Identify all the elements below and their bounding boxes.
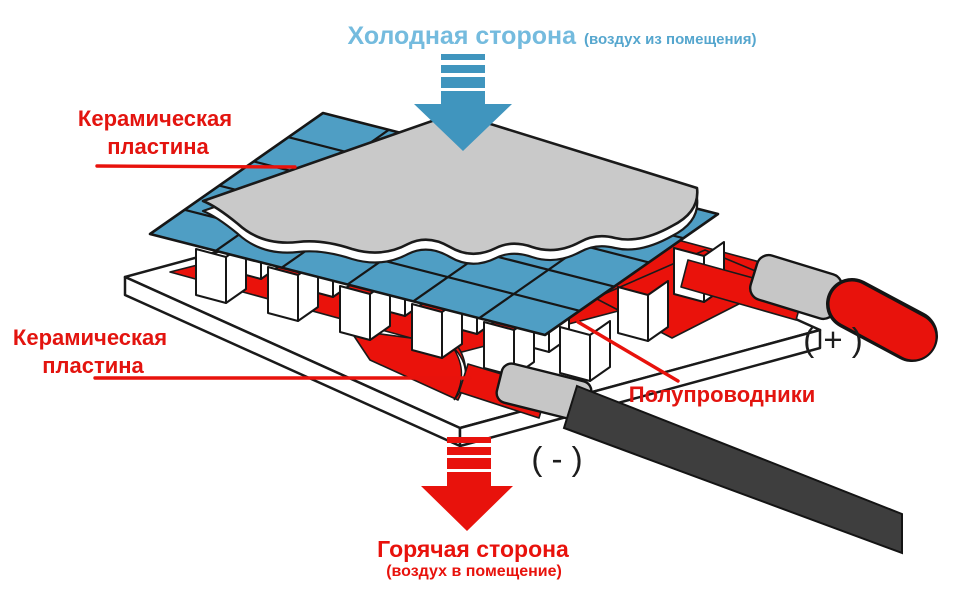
plus-wire-assembly (680, 253, 938, 362)
hot-arrow-body (421, 472, 513, 531)
ceramic-plate-top-label-line2: пластина (107, 134, 209, 159)
minus-terminal-label: ( - ) (531, 440, 582, 477)
hot-arrow-stripe (447, 458, 491, 469)
cube-left-face (339, 285, 371, 341)
cold-arrow-stripe (441, 77, 485, 88)
cube-left-face (267, 266, 299, 322)
top-plate-surface (201, 111, 699, 256)
cold-arrow-body (414, 91, 512, 151)
semiconductors-leader-line (576, 320, 680, 383)
cold-side-title: Холодная сторона (347, 22, 577, 50)
cube-front-face (647, 280, 669, 342)
ceramic-plate-bottom-label-line1: Керамическая (13, 325, 167, 350)
cold-air-arrow-icon (414, 54, 512, 151)
hot-side-title: Горячая сторона (377, 536, 569, 562)
ceramic-top-leader-line (95, 164, 297, 169)
ceramic-plate-top-label-line1: Керамическая (78, 106, 232, 131)
semiconductor-cube (559, 320, 611, 382)
semiconductors-label: Полупроводники (629, 382, 815, 407)
hot-air-arrow-icon (421, 437, 513, 531)
cube-left-face (195, 248, 227, 304)
cube-left-face (411, 303, 443, 359)
cold-arrow-stripe (441, 65, 485, 73)
hot-side-subtitle: (воздух в помещение) (386, 563, 562, 580)
plus-terminal-label: ( + ) (803, 321, 863, 358)
cube-left-face (617, 286, 649, 342)
cold-arrow-stripe (441, 54, 485, 60)
semiconductor-cube (617, 280, 669, 342)
top-ceramic-plate (201, 111, 699, 265)
hot-arrow-stripe (447, 447, 491, 455)
minus-wire (562, 384, 903, 555)
plus-wire (829, 281, 936, 360)
page-title: Холодная сторона (воздух из помещения) (347, 22, 756, 50)
ceramic-plate-bottom-label-line2: пластина (42, 353, 144, 378)
cold-side-subtitle: (воздух из помещения) (584, 31, 757, 48)
cube-left-face (559, 326, 591, 382)
hot-arrow-stripe (447, 437, 491, 443)
minus-wire-assembly (458, 362, 903, 555)
